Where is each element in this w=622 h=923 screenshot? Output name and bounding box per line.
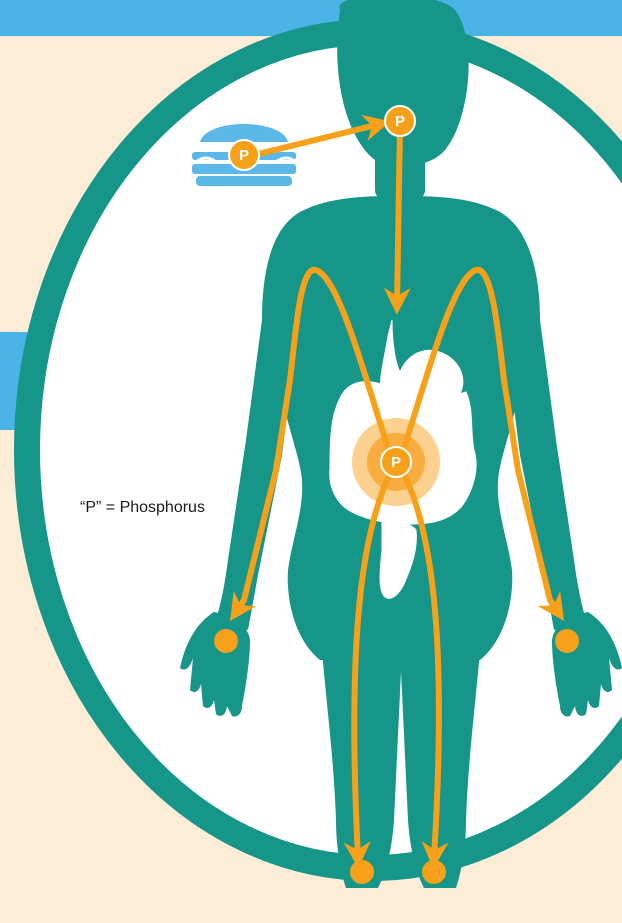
left-foot-dot bbox=[350, 860, 374, 884]
right-hand-dot bbox=[555, 629, 579, 653]
svg-text:P: P bbox=[239, 147, 249, 164]
left-hand-dot bbox=[214, 629, 238, 653]
phosphorus-marker-gut: P bbox=[381, 447, 411, 477]
arrow-mouth-to-stomach bbox=[397, 126, 400, 304]
phosphorus-marker-food: P bbox=[229, 140, 259, 170]
legend-label: “P” = Phosphorus bbox=[80, 499, 205, 517]
phosphorus-marker-mouth: P bbox=[385, 106, 415, 136]
svg-text:P: P bbox=[391, 454, 401, 471]
right-foot-dot bbox=[422, 860, 446, 884]
svg-text:P: P bbox=[395, 113, 405, 130]
